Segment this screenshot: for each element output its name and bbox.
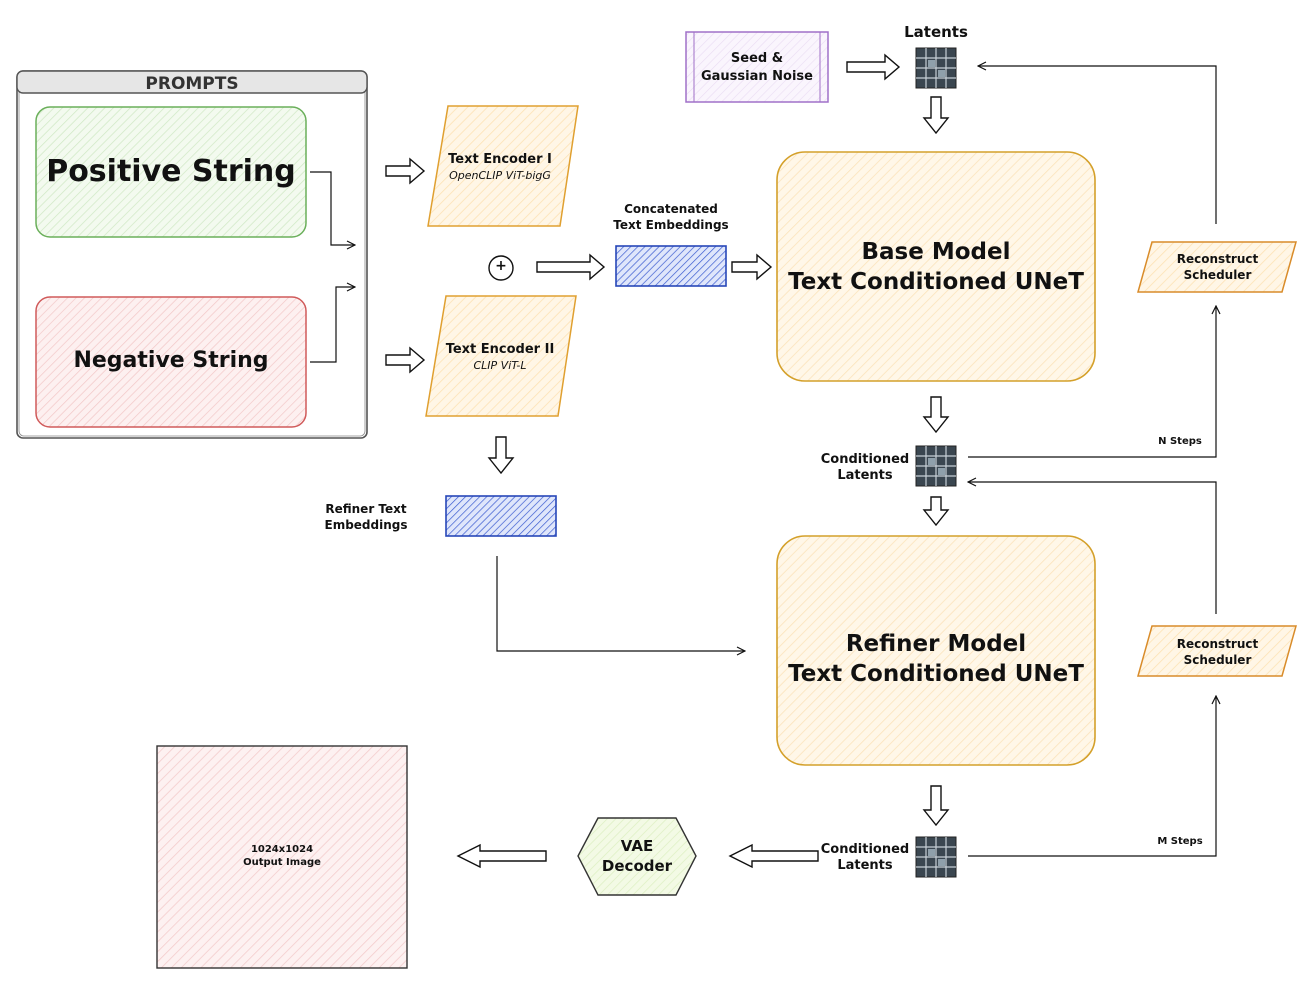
vae-label-line1: VAE [620,837,654,855]
text-encoder-1-subtitle: OpenCLIP ViT-bigG [449,169,551,182]
conditioned-latents-2-line2: Latents [837,858,893,873]
conditioned-latents-grid-icon-2 [915,836,957,878]
vae-decoder-shape [577,817,697,896]
concatenated-label-line1: Concatenated [624,202,718,216]
refiner-model-box [776,535,1096,766]
vae-label-line2: Decoder [601,857,673,875]
reconstruct-scheduler-2-line2: Scheduler [1183,653,1252,667]
text-encoder-1-title: Text Encoder I [448,152,552,167]
positive-string-label: Positive String [46,154,296,189]
refiner-embeddings-connector [496,556,745,651]
output-image-label-line1: 1024x1024 [250,844,314,855]
refiner-embeddings-label-line1: Refiner Text [325,502,407,516]
base-model-box [776,151,1096,382]
text-encoder-2-title: Text Encoder II [445,342,555,357]
concat-plus-circle [488,255,514,281]
text-encoder-1-shape [427,105,579,227]
output-image-label-line2: Output Image [243,857,321,868]
reconstruct-scheduler-2-shape [1137,625,1297,677]
reconstruct-scheduler-1-line2: Scheduler [1183,268,1252,282]
prompt-connectors [310,171,355,363]
concatenated-label-line2: Text Embeddings [613,218,729,232]
latents-label: Latents [904,23,968,41]
refiner-embeddings-bar [445,495,557,537]
conditioned-latents-1-line2: Latents [837,468,893,483]
conditioned-latents-2-line1: Conditioned [820,842,910,857]
seed-noise-box [685,31,829,103]
refiner-model-subtitle: Text Conditioned UNeT [788,661,1084,687]
prompts-title: PROMPTS [145,74,239,94]
refiner-model-title: Refiner Model [845,631,1027,657]
base-model-title: Base Model [861,239,1011,265]
seed-label-line2: Gaussian Noise [700,69,813,84]
positive-string-box [35,106,307,238]
conditioned-latents-grid-icon-1 [915,445,957,487]
m-steps-label: M Steps [1157,836,1203,847]
block-arrows [385,53,950,869]
scheduler-loop-connectors [968,66,1216,857]
conditioned-latents-1-line1: Conditioned [820,452,910,467]
text-encoder-2-shape [425,295,577,417]
base-model-subtitle: Text Conditioned UNeT [788,269,1084,295]
reconstruct-scheduler-2-line1: Reconstruct [1176,637,1259,651]
refiner-embeddings-label-line2: Embeddings [324,518,408,532]
reconstruct-scheduler-1-line1: Reconstruct [1176,252,1259,266]
latents-grid-icon [915,47,957,89]
n-steps-label: N Steps [1158,436,1202,447]
seed-label-line1: Seed & [730,51,784,66]
text-encoder-2-subtitle: CLIP ViT-L [473,359,527,372]
negative-string-box [35,296,307,428]
plus-symbol: + [495,258,507,274]
concatenated-embeddings-bar [615,245,727,287]
reconstruct-scheduler-1-shape [1137,241,1297,293]
output-image-box [156,745,408,969]
negative-string-label: Negative String [73,348,269,373]
